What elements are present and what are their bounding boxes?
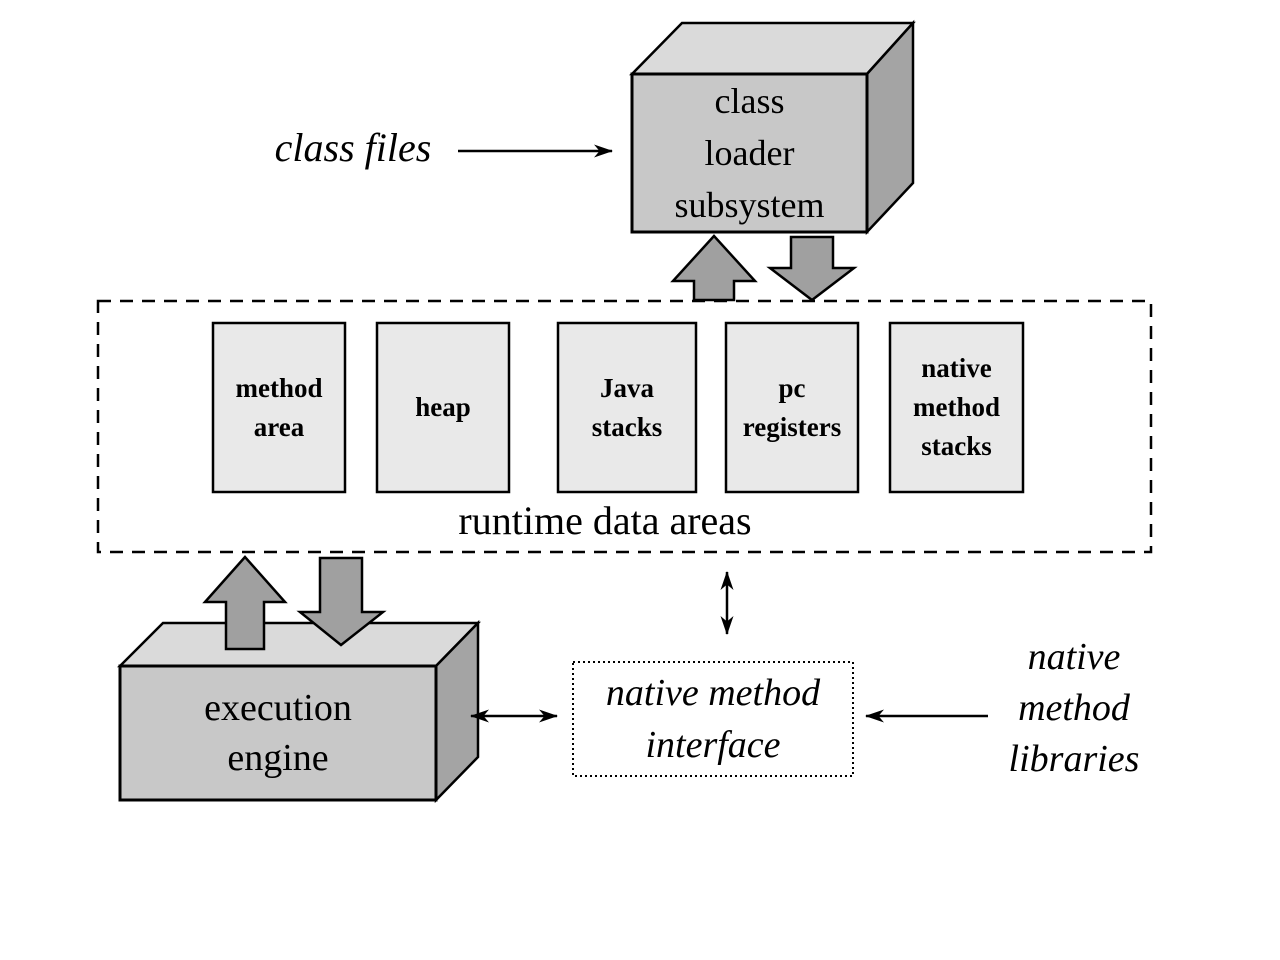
native-method-interface-label-line: native method — [605, 672, 821, 714]
heap-box — [375, 321, 511, 494]
java-stacks-label-line: Java — [600, 372, 654, 403]
method-area-label-line: method — [235, 372, 323, 403]
execution-engine-box — [116, 619, 481, 804]
native-method-interface-label-line: interface — [645, 724, 781, 766]
execution-engine-label-line: execution — [204, 687, 352, 729]
native-method-stacks-label-line: method — [913, 392, 1000, 422]
native-method-stacks-box — [888, 321, 1025, 494]
block-arrow-down-execution-icon — [296, 556, 387, 647]
native-method-interface-border — [572, 661, 854, 777]
native-method-stacks-label: native method stacks — [890, 323, 1023, 492]
java-stacks-box — [556, 321, 698, 494]
runtime-data-areas-label: runtime data areas — [458, 498, 752, 543]
native-method-libraries-label-line: native — [1027, 636, 1121, 678]
execution-engine-box-front-face — [118, 664, 438, 802]
class-loader-label-line: class — [714, 81, 785, 121]
native-method-libraries-label-line: libraries — [1008, 738, 1140, 780]
class-files-label: class files — [274, 125, 432, 170]
pc-registers-label-line: pc — [778, 372, 806, 403]
runtime-data-areas-border — [96, 299, 1153, 554]
native-method-stacks-label-line: stacks — [921, 431, 992, 461]
method-area-label-line: area — [253, 411, 305, 442]
execution-engine-label: execution engine — [120, 666, 436, 800]
java-stacks-label: Java stacks — [558, 323, 696, 492]
class-loader-box-top-face — [629, 21, 916, 76]
java-stacks-label-line: stacks — [591, 411, 663, 442]
native-method-interface-label: native method interface — [573, 662, 853, 776]
block-arrow-down-runtime-icon — [766, 235, 858, 302]
class-loader-box — [629, 19, 916, 236]
native-method-libraries-label-line: method — [1018, 687, 1130, 729]
block-arrow-up-classloader-icon — [670, 234, 758, 302]
method-area-box — [211, 321, 347, 494]
native-method-libraries-label: native method libraries — [990, 632, 1158, 785]
pc-registers-label: pc registers — [726, 323, 858, 492]
class-loader-label-line: subsystem — [674, 185, 825, 225]
native-method-stacks-label-line: native — [921, 353, 992, 383]
class-loader-box-front-face — [630, 72, 869, 234]
heap-label: heap — [377, 323, 509, 492]
block-arrow-up-execution-icon — [202, 555, 288, 651]
class-loader-label: class loader subsystem — [632, 74, 867, 232]
execution-engine-label-line: engine — [227, 737, 329, 779]
pc-registers-box — [724, 321, 860, 494]
method-area-label: method area — [213, 323, 345, 492]
heap-label-line: heap — [415, 392, 471, 422]
execution-engine-box-top-face — [116, 621, 481, 668]
pc-registers-label-line: registers — [742, 411, 842, 442]
class-loader-label-line: loader — [704, 133, 795, 173]
